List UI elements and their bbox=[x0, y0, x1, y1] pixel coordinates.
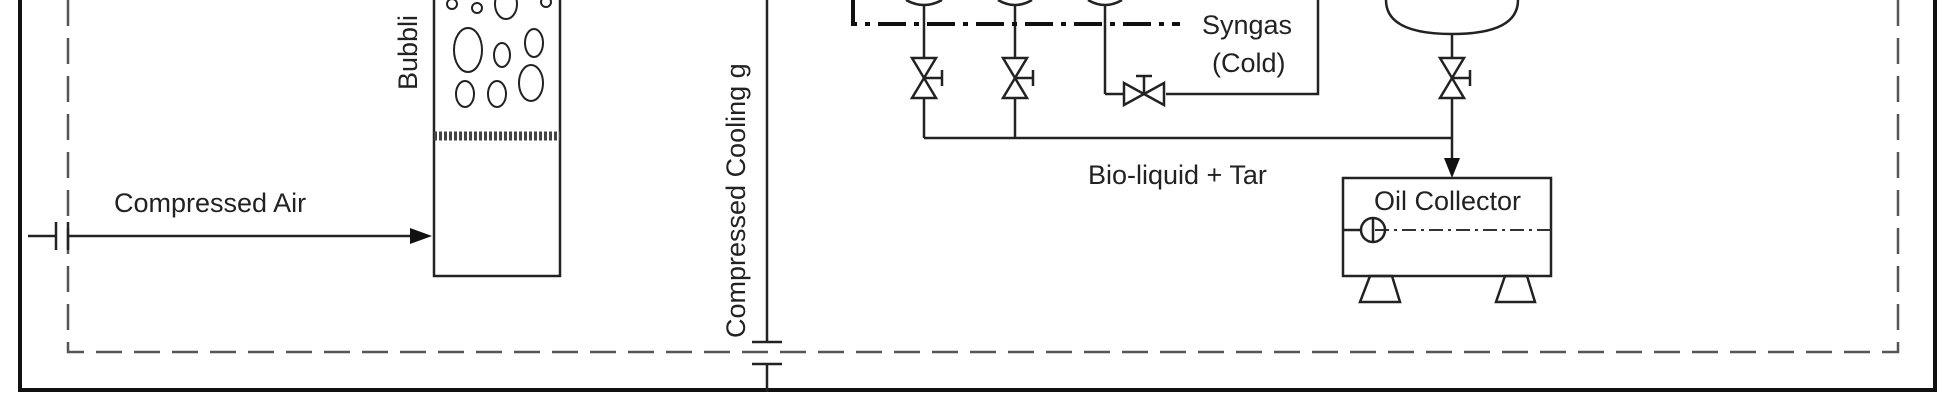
oil-collector bbox=[1341, 176, 1553, 304]
condenser-outlets bbox=[905, 0, 1123, 94]
valve-1-icon bbox=[909, 56, 944, 138]
storage-vessel bbox=[1384, 0, 1520, 36]
collector-support-right bbox=[1494, 274, 1537, 304]
cooling-gas-line bbox=[752, 0, 782, 392]
air-arrowhead bbox=[410, 228, 432, 244]
syngas-state-label: (Cold) bbox=[1212, 48, 1286, 78]
cooling-gas-label: Compressed Cooling g bbox=[721, 63, 751, 338]
syngas-label: Syngas bbox=[1202, 10, 1292, 40]
compressed-air-line bbox=[28, 222, 432, 250]
valve-4-icon bbox=[1437, 56, 1472, 100]
syngas-outlet-pipe bbox=[1166, 0, 1320, 96]
reactor-bubbles bbox=[446, 0, 552, 108]
outer-frame bbox=[18, 0, 1937, 392]
bio-liquid-label: Bio-liquid + Tar bbox=[1088, 160, 1267, 190]
bio-liquid-header bbox=[924, 98, 1460, 178]
bubbling-label: Bubbli bbox=[393, 15, 423, 90]
compressed-air-label: Compressed Air bbox=[114, 188, 306, 218]
bubbling-reactor bbox=[432, 0, 562, 278]
gas-line-dashdot bbox=[851, 0, 1180, 26]
oil-arrowhead bbox=[1444, 158, 1460, 178]
valve-2-icon bbox=[1000, 56, 1035, 138]
system-boundary-dashed bbox=[66, 0, 1900, 354]
valve-3-icon bbox=[1105, 74, 1166, 108]
collector-support-left bbox=[1358, 274, 1402, 304]
oil-collector-label: Oil Collector bbox=[1374, 186, 1521, 216]
